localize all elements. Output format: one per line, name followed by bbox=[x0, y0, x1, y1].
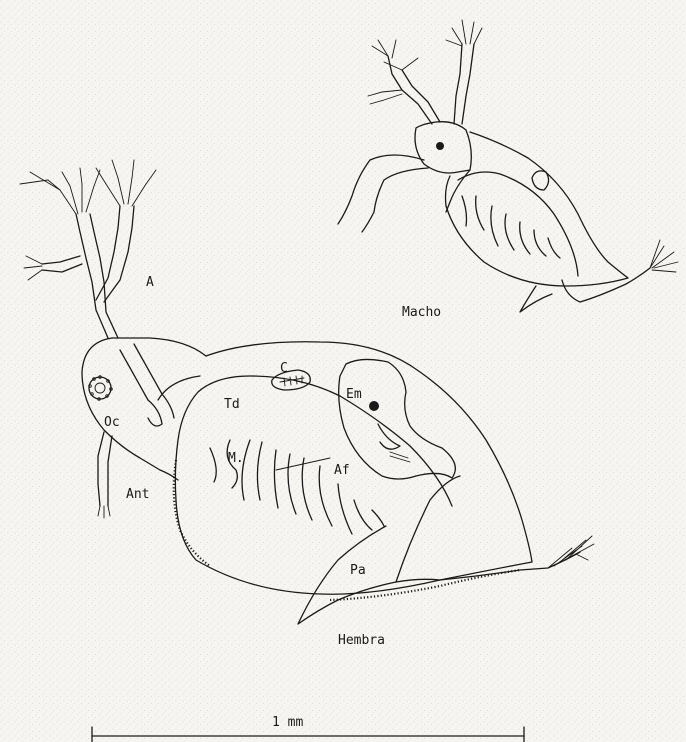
scale-bar-label: 1 mm bbox=[272, 715, 303, 730]
male-eye bbox=[436, 142, 444, 150]
label-Pa: Pa bbox=[350, 563, 366, 578]
label-M: M. bbox=[228, 451, 244, 466]
label-Oc: Oc bbox=[104, 415, 120, 430]
label-Ant: Ant bbox=[126, 487, 149, 502]
label-Em: Em bbox=[346, 387, 362, 402]
label-A: A bbox=[146, 275, 154, 290]
label-Td: Td bbox=[224, 397, 240, 412]
embryo-eye bbox=[369, 401, 379, 411]
label-male: Macho bbox=[402, 305, 441, 320]
label-C: C bbox=[280, 361, 288, 376]
label-Af: Af bbox=[334, 463, 350, 478]
label-female: Hembra bbox=[338, 633, 385, 648]
